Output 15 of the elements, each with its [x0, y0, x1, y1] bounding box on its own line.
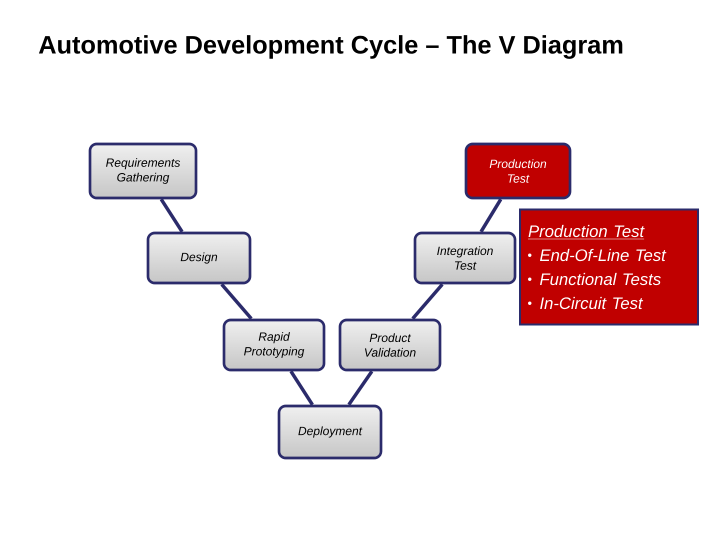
step-box: Product Validation — [338, 318, 442, 372]
title: Automotive Development Cycle – The V Diagram — [38, 35, 622, 59]
step-box: Rapid Prototyping — [222, 318, 326, 372]
highlighted-step-box: Production Test — [464, 142, 572, 200]
connector — [220, 283, 253, 320]
connector — [411, 283, 444, 320]
connector — [290, 370, 314, 406]
info-box: Production Test End-Of-Line Test Functional Tests In-Circuit Test — [519, 208, 699, 326]
step-box: Deployment — [278, 404, 382, 460]
connector — [347, 370, 374, 406]
step-box: Requirements Gathering — [88, 142, 198, 200]
step-box: Design — [146, 232, 252, 284]
connector — [480, 198, 502, 233]
step-box: Integration Test — [414, 232, 516, 284]
connector — [160, 198, 184, 233]
